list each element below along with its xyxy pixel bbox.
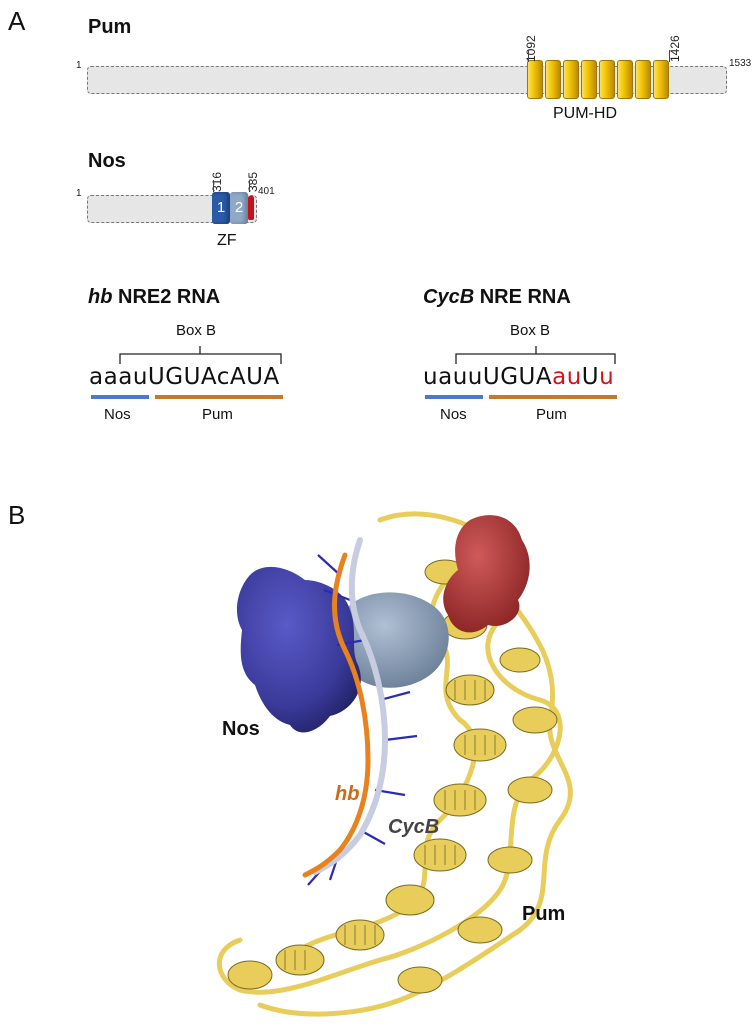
pum-repeat-block <box>635 60 651 99</box>
cycb-rna-title-italic: CycB <box>423 286 475 308</box>
pum-repeat-block <box>563 60 579 99</box>
nucleotide: a <box>89 364 104 390</box>
nos-surface <box>236 566 361 733</box>
pum-protein-name: Pum <box>88 16 132 38</box>
hb-rna-title: hb NRE2 RNA <box>88 286 220 309</box>
pum-repeat-block <box>527 60 543 99</box>
hb-box-b-label: Box B <box>176 322 217 339</box>
nucleotide: a <box>438 364 453 390</box>
nos-zf2-label: 2 <box>234 199 244 216</box>
pum-helices <box>227 559 558 994</box>
pum-start-tick: 1 <box>76 60 82 71</box>
nucleotide: a <box>118 364 133 390</box>
cycb-box-b-label: Box B <box>510 322 551 339</box>
pum-structure-label: Pum <box>522 903 565 925</box>
pum-repeat-block <box>581 60 597 99</box>
nucleotide: A <box>229 364 247 390</box>
pum-domain-start-tick: 1092 <box>524 35 538 62</box>
hb-pum-label: Pum <box>202 406 233 423</box>
nucleotide: u <box>566 364 582 390</box>
nucleotide: A <box>535 364 553 390</box>
pum-repeat-block <box>653 60 669 99</box>
hb-nos-underline <box>91 395 149 399</box>
nucleotide: u <box>132 364 148 390</box>
cycb-pum-underline <box>489 395 617 399</box>
hb-structure-label: hb <box>335 783 359 805</box>
nucleotide: u <box>599 364 615 390</box>
hb-sequence: aaauUGUAcAUA <box>89 364 280 390</box>
pum-helix-stripes <box>284 680 496 970</box>
nucleotide: A <box>263 364 280 390</box>
nucleotide: G <box>500 364 519 390</box>
cycb-box-bracket <box>455 346 616 364</box>
red-surface <box>443 515 530 633</box>
cycb-nos-label: Nos <box>440 406 467 423</box>
hb-rna-title-rest: NRE2 RNA <box>112 286 221 308</box>
nucleotide: a <box>103 364 119 390</box>
nucleotide: U <box>183 364 201 390</box>
panel-b-letter: B <box>8 500 26 530</box>
nos-zf2: 2 <box>230 192 248 224</box>
pum-domain-start-line <box>528 50 529 62</box>
nucleotide: U <box>518 364 536 390</box>
pum-end-tick: 1533 <box>729 58 752 69</box>
nos-end-tick: 401 <box>258 186 275 197</box>
nucleotide: U <box>581 364 600 390</box>
cycb-sequence: uauuUGUAauUu <box>423 364 614 390</box>
nos-protein-name: Nos <box>88 150 126 172</box>
structure-render: Nos hb CycB Pum <box>216 511 573 1017</box>
nucleotide: u <box>423 364 439 390</box>
nos-zf1-label: 1 <box>216 199 226 216</box>
pum-repeat-block <box>545 60 561 99</box>
pum-repeat-block <box>617 60 633 99</box>
nucleotide: A <box>200 364 217 390</box>
nos-zf-label: ZF <box>217 232 237 249</box>
nos-tail <box>248 196 254 220</box>
nos-structure-label: Nos <box>222 718 260 740</box>
cycb-pum-label: Pum <box>536 406 567 423</box>
hb-box-bracket <box>119 346 282 364</box>
hb-rna-title-italic: hb <box>88 286 113 308</box>
nucleotide: a <box>552 364 567 390</box>
nucleotide: c <box>216 364 230 390</box>
cycb-rna-title: CycB NRE RNA <box>423 286 571 309</box>
nucleotide: u <box>452 364 468 390</box>
nos-zf-end-line <box>249 180 250 192</box>
cycb-rna-strand <box>312 537 389 875</box>
nucleotide: U <box>246 364 264 390</box>
nos-zf1: 1 <box>212 192 230 224</box>
hb-rna-strand <box>302 552 371 878</box>
cycb-rna-title-rest: NRE RNA <box>474 286 571 308</box>
pum-domain-end-tick: 1426 <box>668 35 682 62</box>
panel-a-letter: A <box>8 6 26 36</box>
cycb-structure-label: CycB <box>388 816 439 838</box>
pum-hd-label: PUM-HD <box>553 105 617 122</box>
nos-zf-start-line <box>213 180 214 192</box>
nucleotide: u <box>467 364 483 390</box>
pum-hd-domain <box>526 60 670 99</box>
hb-pum-underline <box>155 395 283 399</box>
nucleotide: U <box>482 364 501 390</box>
nucleotide: U <box>147 364 166 390</box>
nucleotide: G <box>165 364 184 390</box>
pum-repeat-block <box>599 60 615 99</box>
cycb-nos-underline <box>425 395 483 399</box>
zf-surface <box>341 592 449 688</box>
nos-start-tick: 1 <box>76 188 82 199</box>
pum-domain-end-line <box>669 50 670 62</box>
hb-nos-label: Nos <box>104 406 131 423</box>
